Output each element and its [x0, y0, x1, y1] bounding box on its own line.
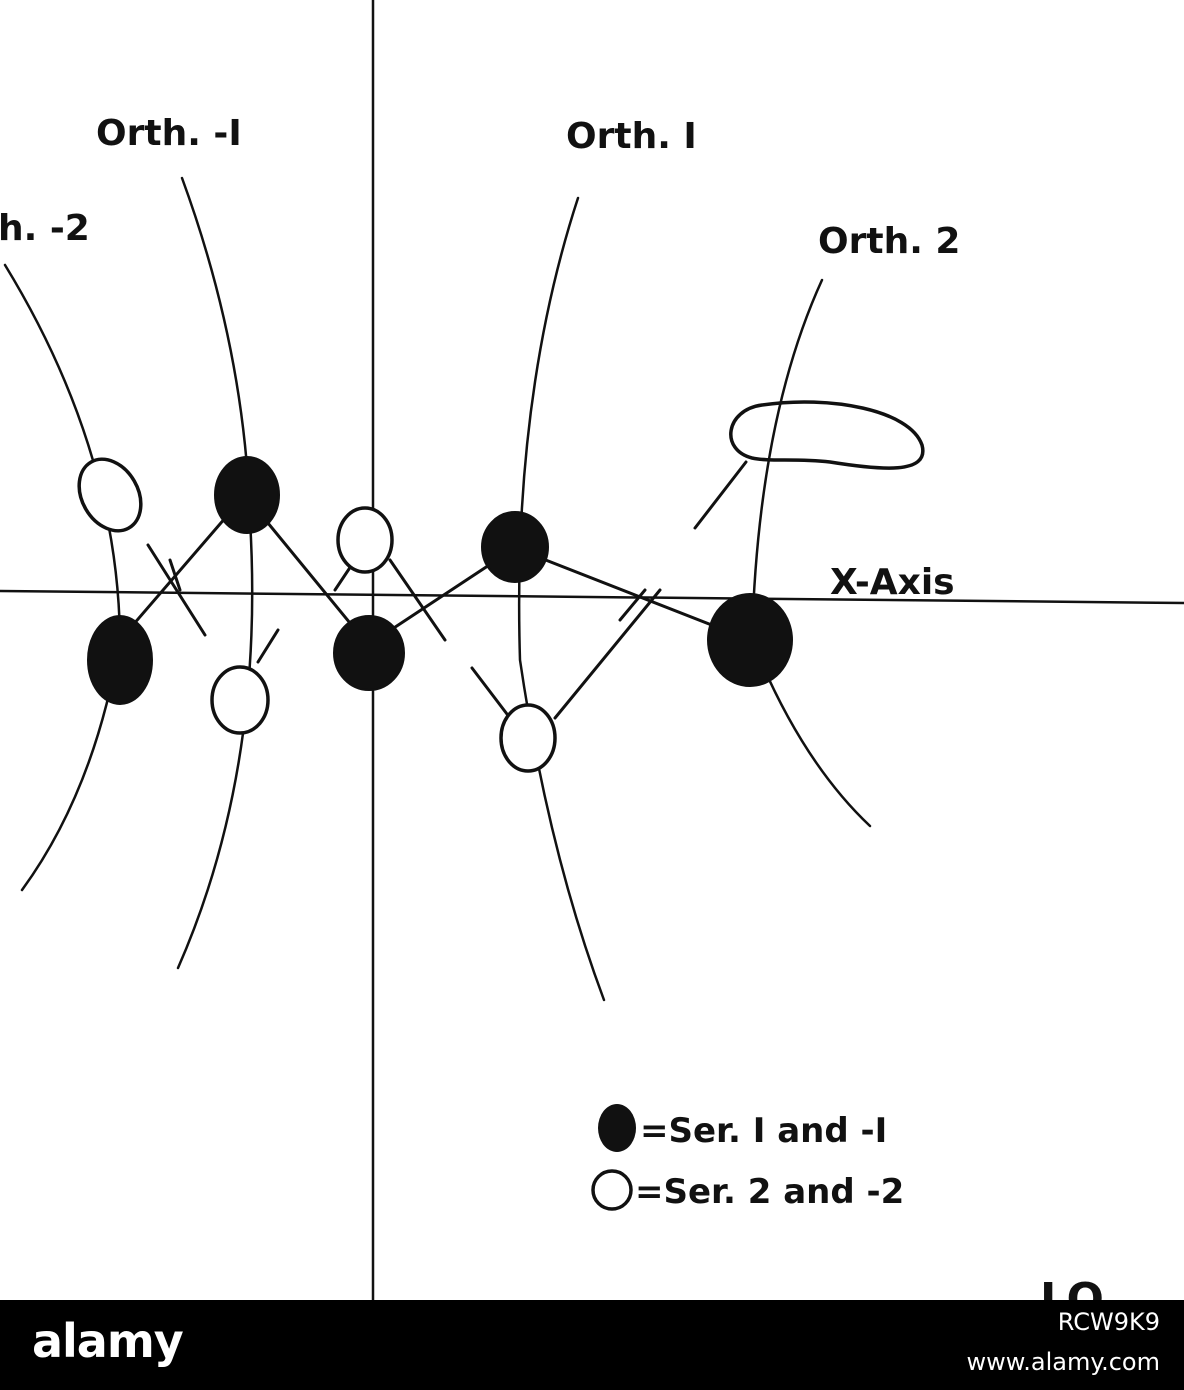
x-axis-line	[0, 589, 1184, 605]
orth-2-curve	[750, 278, 872, 828]
watermark-footer: alamy RCW9K9 www.alamy.com	[0, 1300, 1184, 1390]
orthostichy-diagram: h. -2 Orth. -I Orth. I Orth. 2 X-Axis =S…	[0, 0, 1184, 1300]
label-orth-minus-2: h. -2	[0, 208, 90, 249]
open-nodes	[77, 457, 557, 773]
open-node	[499, 703, 557, 773]
orth-minus-2-curve	[3, 263, 122, 892]
legend-open-symbol	[591, 1169, 633, 1211]
label-orth-1: Orth. I	[566, 116, 697, 157]
filled-node	[707, 593, 793, 687]
orth-1-curve	[517, 196, 606, 1002]
orth-minus-1-curve	[176, 176, 254, 970]
label-orth-minus-1: Orth. -I	[96, 113, 242, 154]
label-x-axis: X-Axis	[830, 562, 955, 603]
open-node	[77, 457, 143, 533]
leaf-loop	[729, 400, 925, 470]
filled-node	[87, 615, 153, 705]
label-orth-2: Orth. 2	[818, 221, 960, 262]
footer-image-id: RCW9K9	[1057, 1308, 1160, 1336]
legend-open-label: =Ser. 2 and -2	[635, 1172, 904, 1212]
connecting-lines	[118, 460, 752, 720]
open-node	[210, 665, 270, 735]
filled-node	[333, 615, 405, 691]
open-node	[336, 506, 394, 574]
legend-filled-symbol	[598, 1104, 636, 1152]
filled-node	[481, 511, 549, 583]
corner-glyph: LO	[1040, 1274, 1104, 1300]
legend: =Ser. I and -I =Ser. 2 and -2	[591, 1104, 904, 1212]
footer-brand: alamy	[32, 1314, 184, 1368]
footer-url: www.alamy.com	[966, 1348, 1160, 1376]
filled-nodes	[87, 456, 793, 705]
filled-node	[214, 456, 280, 534]
legend-filled-label: =Ser. I and -I	[640, 1111, 887, 1151]
